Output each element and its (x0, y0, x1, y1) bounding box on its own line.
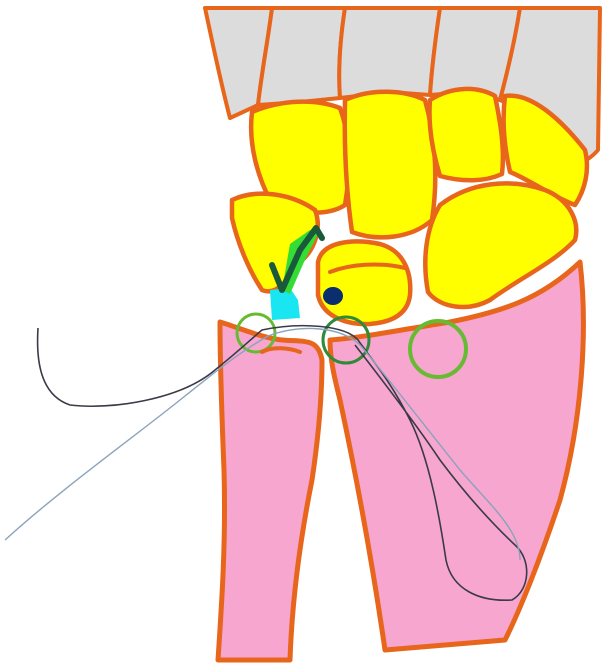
capitate (429, 89, 502, 180)
trapezoid (345, 92, 436, 238)
navy-dot (323, 287, 343, 305)
metacarpal-2 (258, 8, 345, 105)
lunate (318, 241, 410, 324)
ulna (218, 322, 322, 660)
metacarpal-3 (339, 8, 440, 98)
cyan-patch (270, 288, 300, 320)
